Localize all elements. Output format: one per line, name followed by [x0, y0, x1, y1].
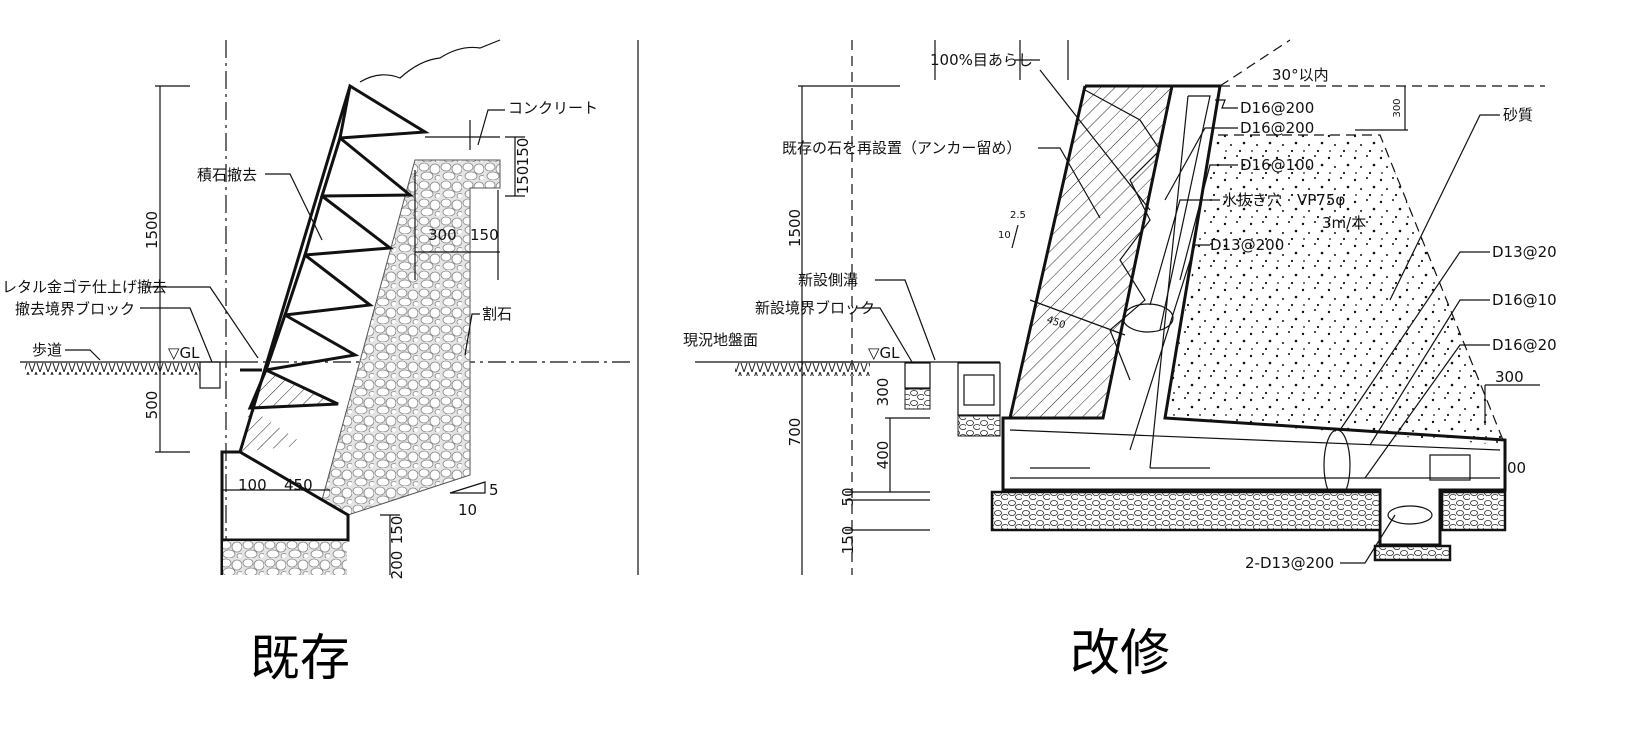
label-existing-ground: 現況地盤面	[683, 331, 758, 349]
slope-run: 10	[458, 501, 477, 519]
label-boundary-block-removal: 撤去境界ブロック	[15, 300, 135, 318]
label-new-gutter: 新設側溝	[798, 271, 858, 289]
dim-150: 150	[839, 526, 857, 555]
stone-450-line	[1029, 299, 1126, 336]
roughening-leader	[1039, 69, 1151, 211]
wall-slope-rise: 2.5	[1010, 210, 1026, 221]
label-gl-right: ▽GL	[868, 344, 900, 362]
base-gravel-right	[1440, 490, 1507, 532]
label-weep-spacing: 3m/本	[1322, 214, 1366, 232]
slope-outline	[359, 39, 501, 83]
sandy-backfill	[1165, 135, 1505, 445]
boundary-block	[199, 361, 221, 389]
wall-face	[1008, 85, 1087, 419]
dim-base-450: 450	[284, 476, 313, 494]
label-rebar-bottom: 2-D13@200	[1245, 554, 1334, 572]
existing-section: 1500 500 150 150 300 150 100 450 150 200…	[2, 39, 639, 687]
dim-right-00: 00	[1507, 459, 1526, 477]
dim-500: 500	[143, 391, 161, 420]
dim-300-depth: 300	[874, 378, 892, 407]
block-base-gravel	[904, 388, 931, 410]
slope-rise: 5	[489, 481, 499, 499]
dim-400: 400	[874, 441, 892, 470]
new-side-ditch	[957, 362, 1001, 416]
label-weep-hole: 水抜き穴 VP75φ	[1222, 191, 1345, 209]
existing-title: 既存	[250, 629, 350, 687]
renovation-title: 改修	[1070, 624, 1170, 682]
dim-base-100: 100	[238, 476, 267, 494]
label-roughening: 100%目あらし	[930, 51, 1033, 69]
label-mortar-removal: レタル金ゴテ仕上げ撤去	[2, 278, 167, 296]
existing-labels: コンクリート 積石撤去 レタル金ゴテ仕上げ撤去 撤去境界ブロック 歩道 ▽GL …	[2, 99, 598, 363]
label-rebar-right-2: D16@10	[1492, 291, 1557, 309]
reinstalled-stones	[1010, 86, 1172, 418]
wall-slope-run: 10	[998, 230, 1011, 241]
label-reinstall-stone: 既存の石を再設置（アンカー留め）	[782, 139, 1021, 157]
dim-right-300: 300	[1495, 368, 1524, 386]
dim-50: 50	[839, 487, 857, 506]
sidewalk-earth-hatch	[25, 363, 200, 375]
angle-line	[1219, 39, 1291, 87]
label-rebar-4: D13@200	[1210, 236, 1284, 254]
base-gravel	[990, 490, 1382, 532]
label-rubble: 割石	[482, 305, 512, 323]
renovation-labels: 100%目あらし 30°以内 D16@200 D16@200 既存の石を再設置（…	[683, 51, 1557, 572]
excavation-line	[1218, 134, 1506, 446]
label-gl: ▽GL	[168, 344, 200, 362]
existing-dimensions: 1500 500 150 150 300 150 100 450 150 200…	[143, 85, 532, 580]
label-stone-removal: 積石撤去	[197, 166, 257, 184]
label-rebar-3: D16@100	[1240, 156, 1314, 174]
label-new-boundary-block: 新設境界ブロック	[755, 299, 875, 317]
ditch-base-gravel	[957, 415, 1001, 437]
label-rebar-1: D16@200	[1240, 99, 1314, 117]
label-rebar-right-3: D16@20	[1492, 336, 1557, 354]
new-boundary-block	[904, 362, 931, 389]
renovation-dimensions: 1500 700 300 400 50 150 300 450 2.5 10 3…	[786, 85, 1540, 575]
label-sandy: 砂質	[1503, 106, 1533, 124]
label-rebar-right-1: D13@20	[1492, 243, 1557, 261]
stacked-stones	[238, 83, 430, 453]
key-base-gravel	[1373, 544, 1452, 562]
dim-bottom-150: 150	[388, 516, 406, 545]
dim-top-150-a: 150	[514, 138, 532, 167]
label-rebar-2: D16@200	[1240, 119, 1314, 137]
dim-700: 700	[786, 418, 804, 447]
dim-bottom-200: 200	[388, 551, 406, 580]
dim-1500: 1500	[143, 211, 161, 249]
rubble-fill	[321, 159, 501, 516]
foundation-block	[220, 450, 350, 575]
renovation-section: 1500 700 300 400 50 150 300 450 2.5 10 3…	[683, 39, 1557, 682]
dim-top-300: 300	[1392, 98, 1403, 117]
label-angle-limit: 30°以内	[1272, 66, 1329, 84]
dim-top-150-b: 150	[514, 166, 532, 195]
dim-width-150: 150	[470, 226, 499, 244]
label-concrete: コンクリート	[508, 99, 598, 117]
label-sidewalk: 歩道	[32, 341, 62, 359]
dim-1500-right: 1500	[786, 209, 804, 247]
dim-width-300: 300	[428, 226, 457, 244]
